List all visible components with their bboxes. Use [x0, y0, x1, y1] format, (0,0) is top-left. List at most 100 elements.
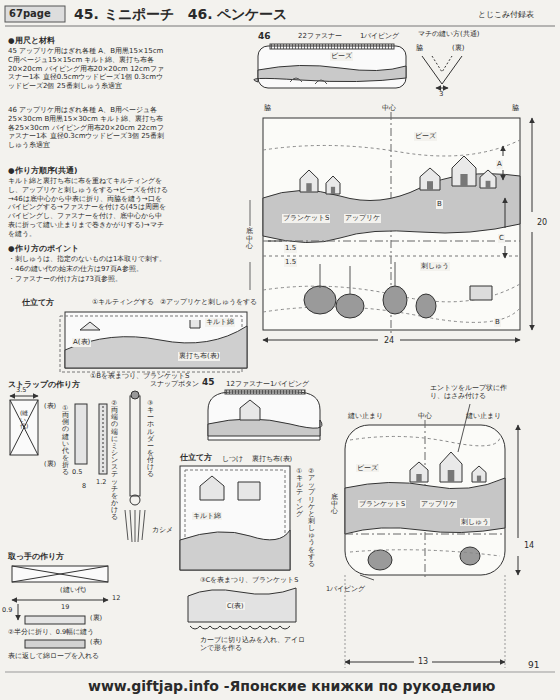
pattern-label: 12ファスナー [226, 380, 270, 389]
pattern-label: 中心 [418, 412, 432, 420]
house-door [486, 181, 491, 188]
house-applique [420, 168, 440, 190]
pattern-label: 1パイピング [270, 380, 309, 389]
vertical-label: ①キルティング [296, 468, 303, 518]
note-text: ・ファスナーの付け方は73頁参照。 [8, 275, 243, 284]
pattern-label: ●用尺と材料 [8, 36, 55, 45]
pattern-label: 22ファスナー [298, 32, 342, 41]
vertical-label: 底中心 [331, 494, 338, 515]
vertical-label: 底中心 [246, 228, 253, 251]
pattern-label: 46 [258, 31, 271, 42]
note-text: ①Bを表まつり、ブランケットS [90, 372, 190, 381]
pattern-label: 20 [537, 218, 547, 228]
note-text: カーブに切り込みを入れ、アイロンで形を作る [200, 636, 308, 652]
pattern-label: 裏打ち布(表) [252, 455, 292, 463]
house-door [416, 474, 421, 482]
pattern-label: ●作り方のポイント [8, 244, 79, 253]
vertical-label: (縫い代) [20, 410, 26, 430]
note-text: キルト綿と裏打ち布に布を重ねてキルティングをし、アップリケと刺しゅうをする→ビー… [8, 177, 168, 238]
pattern-label: 脇 [512, 104, 519, 113]
pattern-label: C [498, 234, 505, 243]
pattern-label: 裏打ち布(表) [178, 352, 220, 361]
house-door [306, 183, 311, 192]
pattern-label: 刺しゅう [460, 518, 490, 526]
pattern-label: B [436, 200, 443, 209]
pattern-label: ①キルティングする [92, 298, 154, 307]
pattern-label: 13 [417, 657, 429, 667]
pattern-label: B [494, 318, 501, 327]
pattern-label: 刺しゅう [420, 262, 450, 271]
pattern-label: (裏) [452, 44, 464, 53]
pattern-label: アップリケ [420, 500, 457, 508]
pattern-label: とじこみ付録表 [478, 10, 534, 20]
pattern-label: ③Cを表まつり、ブランケットS [200, 576, 299, 584]
note-text: エントツをループ状に作り、はさみ付ける [430, 384, 508, 400]
pattern-label: 縫い止まり [466, 412, 501, 420]
pattern-label: ブランケットS [358, 500, 406, 508]
pattern-label: 0.9 [2, 606, 12, 614]
pattern-label: 12 [112, 594, 120, 602]
house-door [460, 174, 467, 186]
house-applique [480, 170, 496, 188]
pattern-label: 表に返して綿ロープを入れる [8, 652, 99, 660]
pattern-label: マチの縫い方(共通) [418, 30, 479, 39]
pattern-label: C(表) [226, 602, 245, 610]
pattern-label: 脇 [416, 44, 423, 53]
pattern-label: www.giftjap.info -Японские книжки по рук… [88, 678, 495, 696]
pattern-label: 仕立て方 [22, 298, 54, 308]
pattern-label: アップリケ [344, 214, 381, 223]
pattern-label: 1パイピング [360, 32, 399, 41]
pattern-label: ブランケットS [282, 214, 330, 223]
pattern-label: カシメ [152, 526, 173, 534]
house-applique [452, 156, 476, 186]
house-applique [472, 466, 486, 482]
house-applique [410, 462, 428, 482]
house-door [331, 187, 335, 194]
pattern-label: 1.2 [96, 478, 106, 486]
pattern-label: 取っ手の作り方 [8, 552, 64, 561]
pattern-label: 1.5 [284, 258, 297, 267]
pattern-label: ビーズ [330, 52, 353, 61]
note-text: 46 アップリケ用はぎれ各種 A、B用ベージュ各25×30cm B用黒15×30… [8, 106, 168, 150]
pattern-label: A [496, 160, 503, 169]
pattern-label: ②アップリケと刺しゅうをする [160, 298, 257, 307]
pattern-label: 91 [528, 660, 539, 671]
pattern-label: 3.5 [16, 386, 26, 394]
vertical-label: ①両側の縫い代を折る [62, 405, 69, 476]
pattern-label: 14 [524, 541, 534, 551]
note-text: ・46の縫い代の始末の仕方は97頁A参照。 [8, 265, 243, 274]
pattern-label: 67page [9, 8, 51, 21]
pattern-label: ●作り方順序(共通) [8, 166, 77, 175]
pattern-label: ビーズ [356, 464, 379, 472]
pattern-label: しつけ [222, 455, 243, 463]
note-text: 45 アップリケ用はぎれ各種 A、B用黒15×15cm C用ベージュ15×15c… [8, 47, 168, 91]
vertical-label: ②両端の端にミシンステッチをかける [111, 400, 118, 521]
pattern-label: スナップボタン [150, 380, 199, 388]
pattern-label: 19 [60, 603, 70, 611]
house-applique [440, 452, 462, 482]
house-door [477, 476, 481, 482]
pattern-label: 3 [439, 90, 443, 99]
pattern-label: 0.5 [72, 468, 82, 476]
house-applique [326, 176, 340, 194]
vertical-label: ③キーホルダーを付ける [147, 400, 154, 479]
page-title: 45. ミニポーチ 46. ペンケース [74, 6, 287, 24]
pattern-label: ②半分に折り、0.9幅に縫う [8, 628, 94, 636]
pattern-label: (裏) [90, 614, 102, 622]
pattern-label: 45 [202, 377, 215, 388]
house-applique [300, 170, 318, 192]
pattern-label: 縫い止まり [348, 412, 383, 420]
pattern-label: 中心 [382, 104, 396, 113]
pattern-label: (裏) [44, 460, 56, 468]
pattern-label: ビーズ [414, 132, 437, 141]
pattern-label: 脇 [264, 104, 271, 113]
house-door [448, 470, 455, 482]
pattern-label: 1パイピング [326, 585, 365, 593]
pattern-label: 24 [383, 336, 395, 346]
vertical-label: ②アップリケと刺しゅうをする [308, 468, 315, 568]
house-door [427, 181, 433, 190]
pattern-label: 1.5 [284, 244, 297, 253]
pattern-label: 8 [82, 482, 86, 490]
pattern-label: キルト綿 [192, 512, 222, 520]
